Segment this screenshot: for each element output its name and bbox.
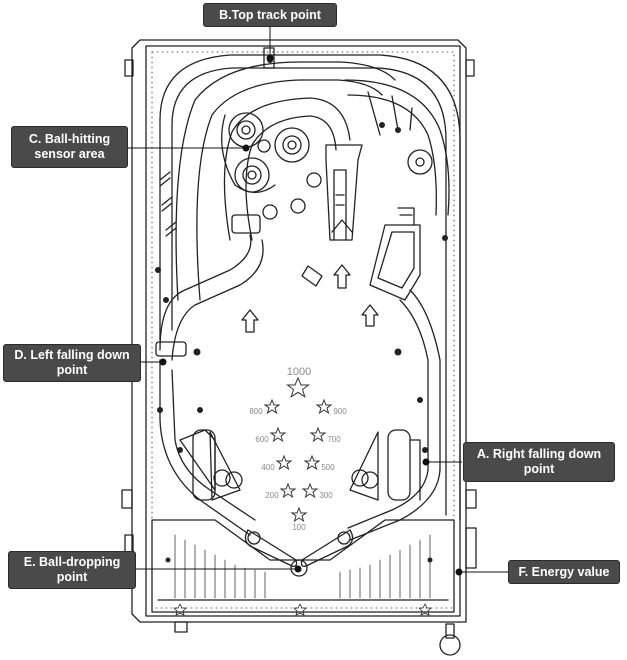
right-flipper (300, 529, 354, 568)
cabinet-frame (121, 39, 477, 623)
playfield-outline (159, 54, 461, 521)
star-500 (303, 454, 321, 471)
star-800 (263, 398, 281, 415)
score-100: 100 (292, 523, 306, 532)
right-ramp (344, 79, 450, 216)
score-1000: 1000 (287, 366, 311, 378)
pop-bumpers (221, 112, 310, 194)
apron (151, 519, 455, 616)
posts (155, 57, 448, 563)
left-chevrons (159, 171, 177, 237)
star-200 (279, 482, 297, 499)
star-400 (275, 454, 293, 471)
drain-hole (290, 559, 308, 577)
star-1000 (286, 376, 310, 398)
right-lane (347, 429, 441, 541)
left-slingshot (209, 431, 243, 501)
callout-ball-dropping-point: E. Ball-dropping point (8, 551, 136, 589)
score-left-1: 600 (255, 435, 269, 444)
callout-right-falling-down-point: A. Right falling down point (463, 442, 615, 482)
callout-ball-hitting-sensor-area: C. Ball-hitting sensor area (11, 126, 128, 168)
score-left-0: 800 (249, 407, 263, 416)
score-left-2: 400 (261, 463, 275, 472)
star-100 (290, 506, 308, 523)
left-lane (159, 359, 256, 536)
right-slingshot (349, 431, 379, 501)
score-right-2: 500 (321, 463, 335, 472)
callout-top-track-point: B.Top track point (203, 3, 337, 27)
sensor-holes (257, 139, 433, 220)
plunger-knob (439, 623, 461, 656)
star-700 (309, 426, 327, 443)
center-tower (325, 144, 363, 241)
leader-lines (128, 26, 508, 576)
right-kicker-module (369, 207, 441, 471)
callout-energy-value: F. Energy value (508, 560, 620, 584)
star-300 (301, 482, 319, 499)
left-flipper (244, 529, 298, 568)
score-right-3: 300 (319, 491, 333, 500)
callout-left-falling-down-point: D. Left falling down point (3, 344, 141, 382)
left-ramp (155, 47, 396, 361)
star-600 (269, 426, 287, 443)
playfield-arrows (241, 264, 379, 333)
score-right-0: 900 (333, 407, 347, 416)
star-targets (263, 376, 333, 523)
score-right-1: 700 (327, 435, 341, 444)
star-900 (315, 398, 333, 415)
score-left-3: 200 (265, 491, 279, 500)
